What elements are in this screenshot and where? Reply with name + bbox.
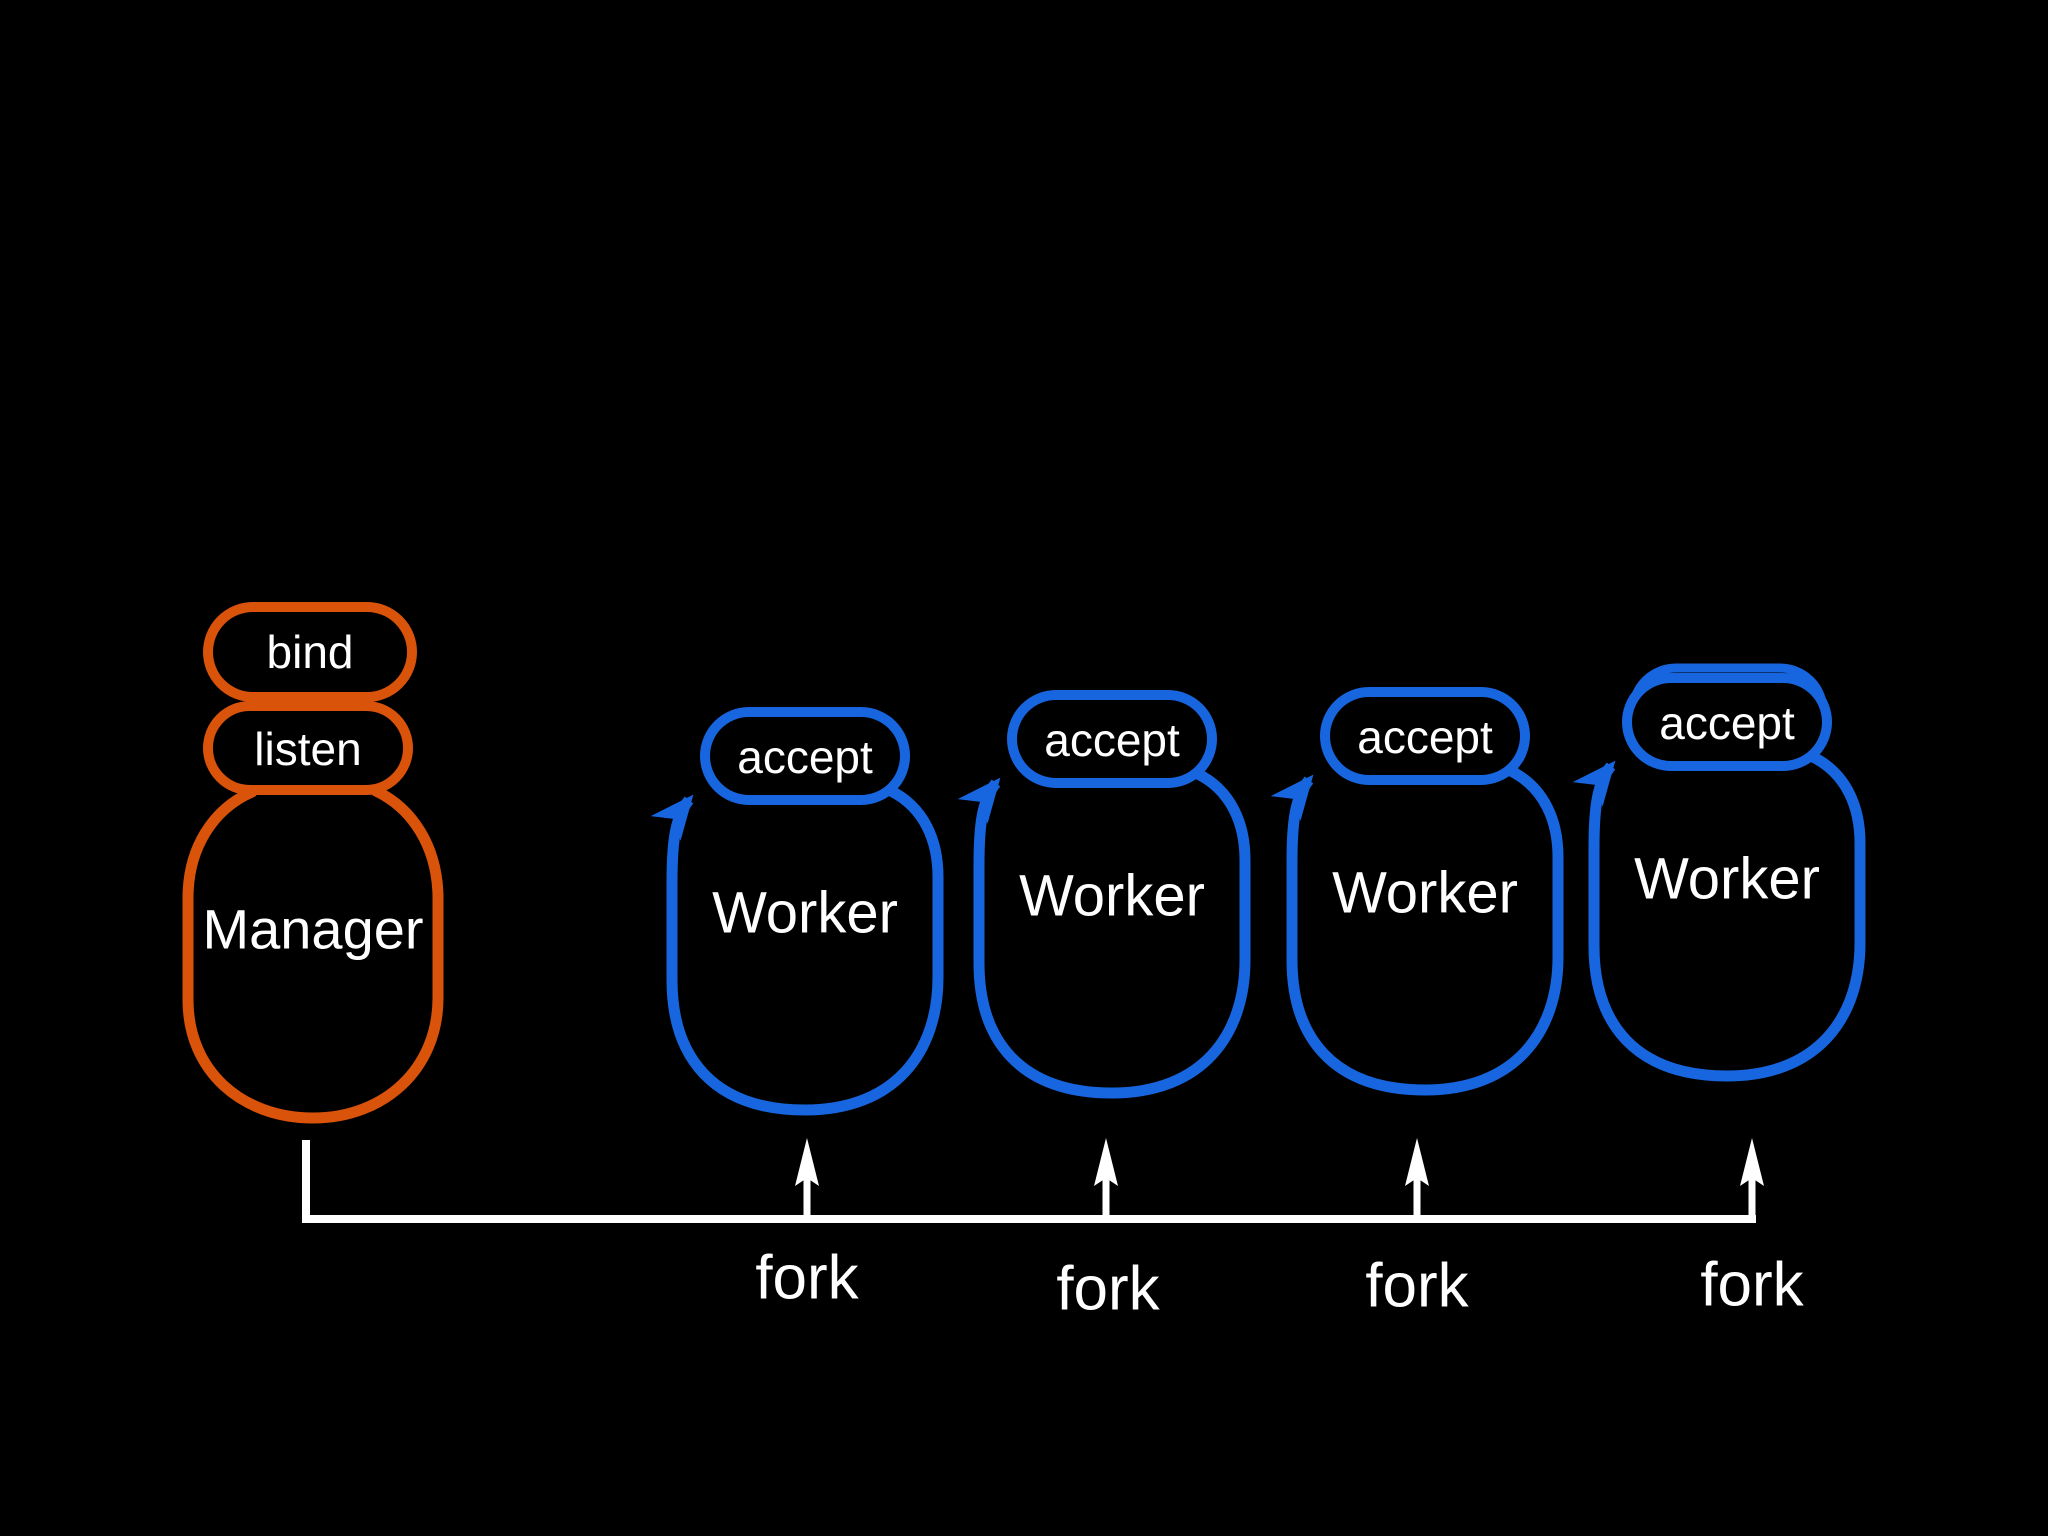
worker-label: Worker	[1332, 861, 1518, 926]
accept-label: accept	[1044, 714, 1180, 766]
accept-pill	[1320, 687, 1530, 785]
worker-group: accept Worker	[1572, 663, 1866, 1082]
fork-arrowhead	[1405, 1138, 1429, 1186]
fork-arrow-group: fork	[1365, 1138, 1470, 1321]
fork-arrow-group: fork	[755, 1138, 860, 1313]
fork-arrow-shaft	[1102, 1174, 1110, 1222]
fork-arrow-shaft	[1748, 1174, 1756, 1222]
manager-body	[182, 785, 444, 1124]
worker-loop	[1270, 765, 1564, 1096]
fork-arrowhead	[795, 1138, 819, 1186]
fork-arrow-shaft	[1413, 1174, 1421, 1222]
fork-label: fork	[755, 1244, 859, 1313]
accept-label: accept	[737, 731, 873, 783]
manager-label: Manager	[202, 898, 423, 961]
manager-group: bind listen Manager	[182, 602, 444, 1124]
fork-bracket	[302, 1140, 1756, 1223]
worker-label: Worker	[1634, 847, 1820, 912]
accept-pill	[700, 707, 910, 805]
accept-pill	[1007, 690, 1217, 788]
fork-label: fork	[1365, 1252, 1469, 1321]
worker-label: Worker	[1019, 864, 1205, 929]
accept-label: accept	[1357, 711, 1493, 763]
fork-arrow-group: fork	[1056, 1138, 1161, 1324]
worker-group: accept Worker	[1270, 687, 1564, 1096]
listen-label: listen	[254, 723, 361, 775]
accept-label: accept	[1659, 697, 1795, 749]
accept-pill	[1622, 673, 1832, 771]
fork-arrowhead	[1740, 1138, 1764, 1186]
worker-group: accept Worker	[957, 690, 1251, 1099]
worker-loop	[957, 768, 1251, 1099]
bracket-stem	[302, 1140, 310, 1222]
listen-pill	[203, 701, 413, 795]
worker-loop	[1572, 751, 1866, 1082]
bracket-bar	[302, 1215, 1756, 1223]
bind-label: bind	[267, 626, 354, 678]
worker-group: accept Worker	[650, 707, 944, 1116]
bind-pill	[203, 602, 417, 702]
fork-arrow-shaft	[803, 1174, 811, 1222]
fork-arrowhead	[1094, 1138, 1118, 1186]
worker-label: Worker	[712, 881, 898, 946]
worker-loop	[650, 785, 944, 1116]
fork-label: fork	[1700, 1251, 1804, 1320]
fork-label: fork	[1056, 1255, 1160, 1324]
fork-arrow-group: fork	[1700, 1138, 1805, 1320]
